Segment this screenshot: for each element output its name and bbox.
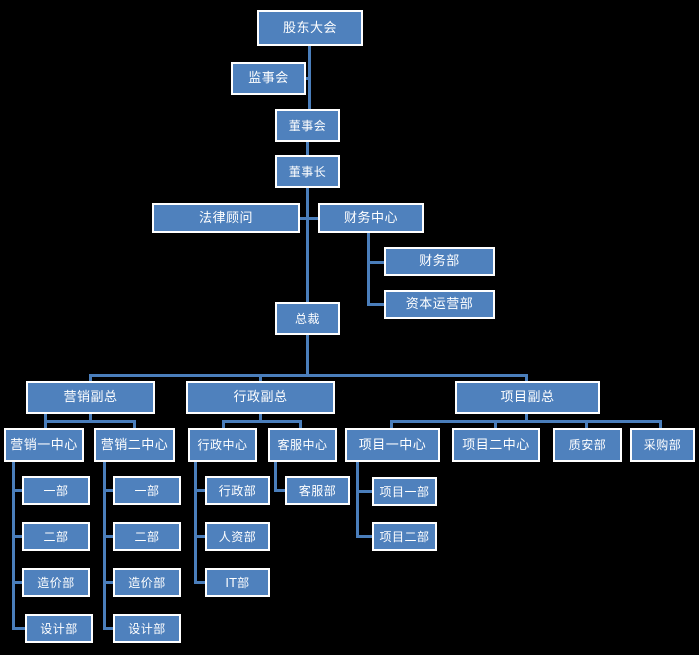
connector-line (306, 142, 309, 156)
org-node[interactable]: 二部 (22, 522, 90, 551)
org-node[interactable]: 项目副总 (455, 381, 600, 414)
connector-line (494, 420, 497, 429)
connector-line (259, 414, 262, 422)
org-node[interactable]: 营销一中心 (4, 428, 84, 462)
connector-line (300, 217, 319, 220)
connector-line (274, 462, 277, 491)
connector-line (274, 489, 286, 492)
connector-line (299, 420, 302, 429)
connector-line (259, 374, 262, 382)
connector-line (12, 462, 15, 629)
connector-line (585, 420, 588, 429)
org-node[interactable]: 人资部 (205, 522, 270, 551)
org-node[interactable]: IT部 (205, 568, 270, 597)
connector-line (89, 414, 92, 422)
org-node[interactable]: 客服部 (285, 476, 350, 505)
connector-line (103, 627, 114, 630)
org-node[interactable]: 董事长 (275, 155, 340, 188)
org-node[interactable]: 监事会 (231, 62, 306, 95)
org-node[interactable]: 总裁 (275, 302, 340, 335)
org-node[interactable]: 项目一部 (372, 477, 437, 506)
connector-line (103, 535, 114, 538)
connector-line (133, 420, 136, 429)
org-node[interactable]: 营销副总 (26, 381, 155, 414)
connector-line (367, 233, 370, 305)
connector-line (390, 420, 393, 429)
connector-line (12, 581, 23, 584)
org-node[interactable]: 营销二中心 (94, 428, 175, 462)
connector-line (306, 188, 309, 304)
connector-line (103, 462, 106, 629)
connector-line (12, 535, 23, 538)
connector-line (194, 581, 206, 584)
org-node[interactable]: 项目二中心 (452, 428, 540, 462)
org-node[interactable]: 造价部 (22, 568, 90, 597)
connector-line (356, 490, 373, 493)
org-node[interactable]: 造价部 (113, 568, 181, 597)
org-node[interactable]: 采购部 (630, 428, 695, 462)
connector-line (89, 374, 92, 382)
org-node[interactable]: 一部 (22, 476, 90, 505)
org-node[interactable]: 客服中心 (268, 428, 337, 462)
connector-line (12, 627, 26, 630)
connector-line (103, 489, 114, 492)
org-node[interactable]: 项目一中心 (345, 428, 440, 462)
connector-line (367, 261, 385, 264)
connector-line (89, 374, 527, 377)
connector-line (194, 535, 206, 538)
connector-line (659, 420, 662, 429)
org-node[interactable]: 行政中心 (188, 428, 257, 462)
org-node[interactable]: 行政副总 (186, 381, 335, 414)
connector-line (194, 462, 197, 583)
connector-line (525, 374, 528, 382)
connector-line (222, 420, 302, 423)
org-node[interactable]: 设计部 (25, 614, 93, 643)
org-node[interactable]: 行政部 (205, 476, 270, 505)
org-node[interactable]: 二部 (113, 522, 181, 551)
connector-line (356, 462, 359, 537)
connector-line (194, 489, 206, 492)
connector-line (306, 335, 309, 375)
connector-line (525, 414, 528, 422)
connector-line (367, 303, 385, 306)
connector-line (44, 414, 47, 429)
org-node[interactable]: 财务部 (384, 247, 495, 276)
connector-line (305, 77, 311, 80)
connector-line (103, 581, 114, 584)
org-node[interactable]: 法律顾问 (152, 203, 300, 233)
connector-line (356, 535, 373, 538)
org-node[interactable]: 项目二部 (372, 522, 437, 551)
org-node[interactable]: 股东大会 (257, 10, 363, 46)
org-node[interactable]: 资本运营部 (384, 290, 495, 319)
org-node[interactable]: 设计部 (113, 614, 181, 643)
org-node[interactable]: 财务中心 (318, 203, 424, 233)
connector-line (12, 489, 23, 492)
connector-line (222, 420, 225, 429)
org-node[interactable]: 质安部 (553, 428, 622, 462)
org-node[interactable]: 一部 (113, 476, 181, 505)
org-node[interactable]: 董事会 (275, 109, 340, 142)
